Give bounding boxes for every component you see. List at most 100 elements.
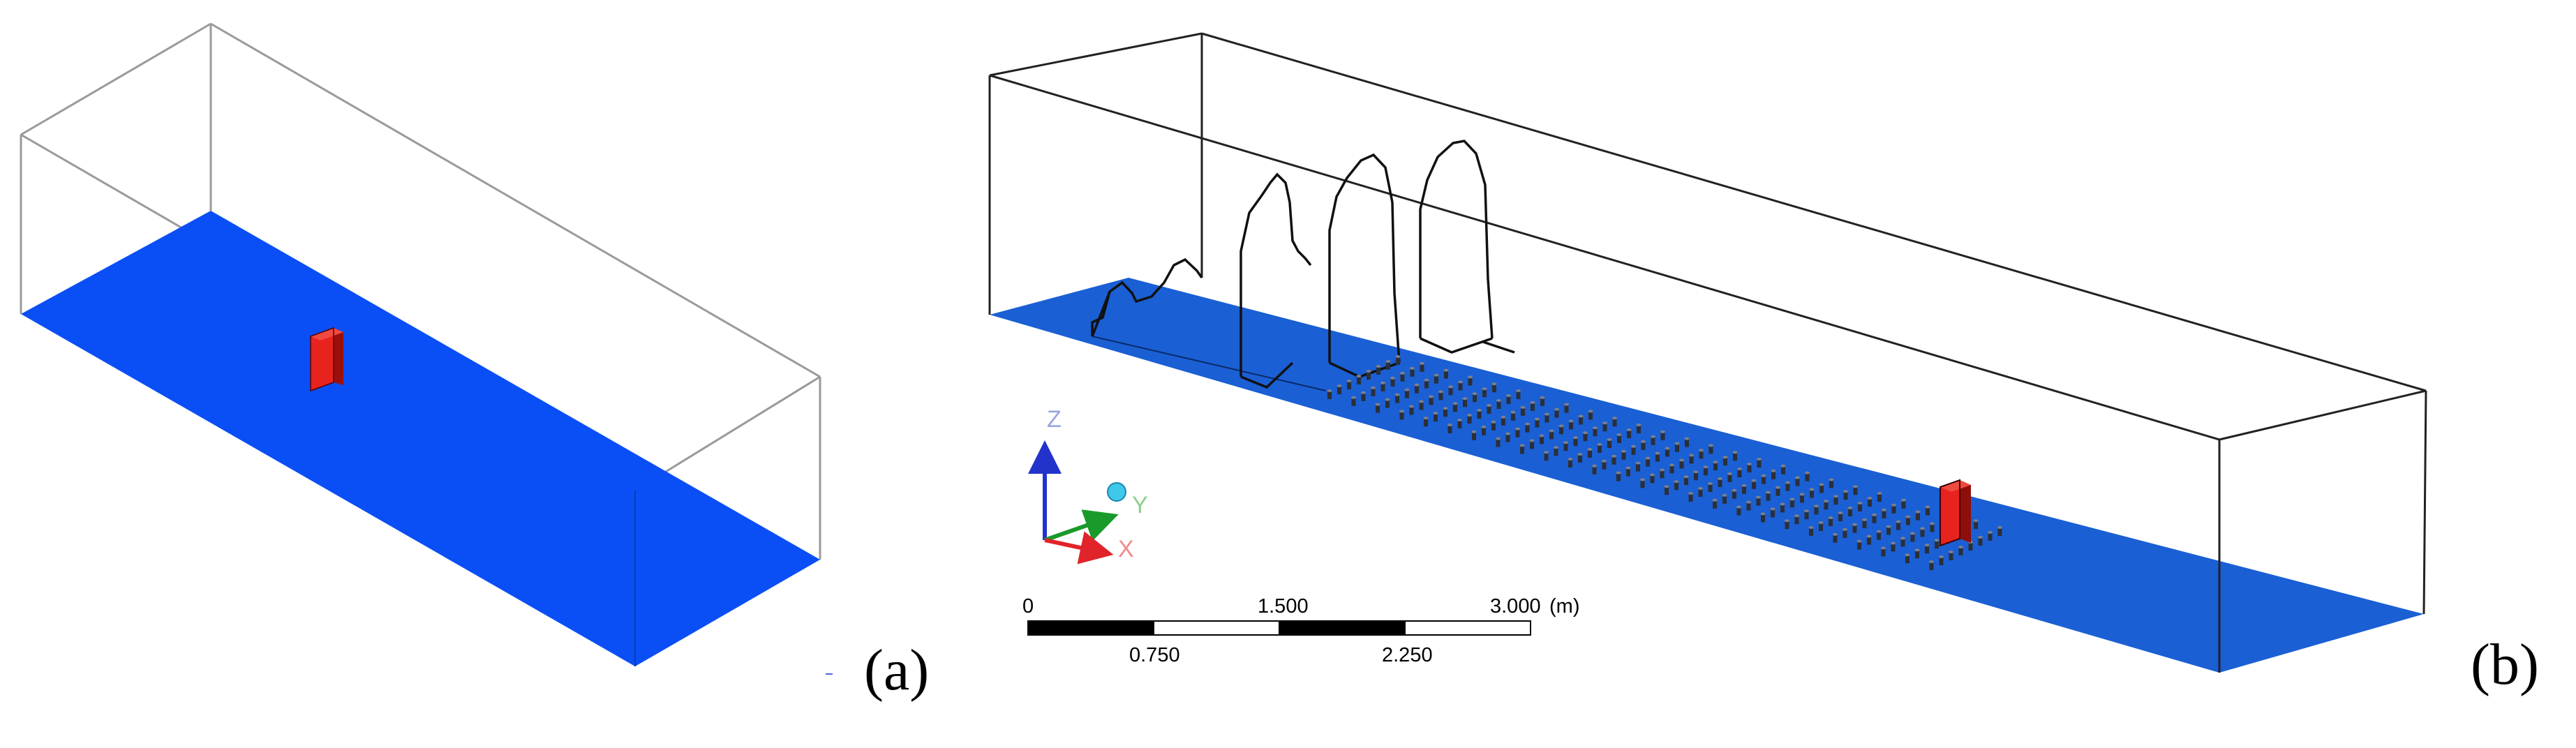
panel-a-obstacle (310, 327, 343, 392)
cylinder (1756, 497, 1761, 506)
cylinder-top (1891, 541, 1896, 545)
cylinder (1699, 450, 1704, 459)
cylinder (1752, 480, 1756, 489)
cylinder-top (1771, 469, 1776, 472)
scale-label-1500: 1.500 (1258, 595, 1309, 618)
cylinder-top (1833, 532, 1838, 536)
cylinder-top (1529, 439, 1535, 442)
cylinder-top (1424, 378, 1429, 382)
cylinder (1877, 493, 1882, 502)
cylinder (1775, 487, 1780, 496)
cylinder (1968, 542, 1973, 551)
panel-b-label: (b) (2471, 632, 2539, 697)
cylinder-top (1636, 424, 1641, 426)
cylinder-top (1520, 405, 1526, 409)
cylinder-top (1683, 475, 1689, 479)
cylinder (1650, 474, 1655, 484)
cylinder (1665, 448, 1669, 457)
cylinder-top (1390, 376, 1395, 380)
origin-sphere (1107, 482, 1126, 502)
cylinder-top (1708, 482, 1713, 485)
cylinder (1444, 370, 1448, 379)
cylinder (1593, 428, 1598, 437)
cylinder (1762, 475, 1766, 484)
cylinder-top (1519, 444, 1525, 447)
cylinder-top (1481, 425, 1487, 428)
cylinder (1327, 391, 1332, 399)
panel-b-floor-line (1092, 336, 1327, 391)
cylinder-top (1785, 519, 1789, 523)
cylinder-top (1530, 401, 1535, 404)
cylinder-top (1491, 382, 1497, 386)
cylinder (1958, 547, 1963, 555)
cylinder (1351, 397, 1356, 406)
cylinder (1424, 380, 1429, 389)
cylinder-top (1828, 516, 1833, 519)
cylinder-top (1997, 526, 2002, 529)
cylinder-top (1853, 485, 1858, 488)
cylinder-top (1722, 456, 1728, 459)
cylinder-top (1809, 488, 1815, 491)
cylinder (1563, 442, 1568, 451)
cylinder-top (1394, 393, 1400, 396)
cylinder (1554, 447, 1558, 456)
cylinder (1395, 394, 1399, 403)
cylinder-top (1404, 388, 1410, 391)
cylinder-top (1872, 513, 1877, 516)
cylinder-top (1794, 514, 1799, 518)
cylinder-top (1540, 396, 1545, 399)
cylinder-top (1862, 518, 1867, 521)
cylinder (1496, 401, 1501, 409)
cylinder (1516, 391, 1521, 399)
cylinder-top (1795, 476, 1800, 479)
cylinder-top (1737, 468, 1742, 470)
cylinder-top (1988, 531, 1993, 534)
cylinder (1477, 410, 1482, 419)
cylinder (1833, 534, 1838, 543)
cylinder (1713, 462, 1718, 471)
cylinder-top (1645, 456, 1651, 460)
cylinder-top (1640, 478, 1645, 481)
cylinder (1905, 555, 1909, 564)
cylinder (1732, 490, 1736, 499)
cylinder (1337, 386, 1341, 394)
cylinder (1794, 516, 1799, 525)
cylinder (1453, 403, 1457, 412)
cylinder (1785, 521, 1789, 530)
cylinder-top (1708, 444, 1713, 447)
cylinder (1521, 407, 1525, 416)
cylinder (1544, 452, 1549, 461)
cylinder (1780, 504, 1785, 513)
cylinder (1746, 502, 1751, 511)
cylinder-top (1819, 483, 1824, 486)
cylinder-top (1400, 371, 1405, 375)
cylinder-top (1727, 472, 1732, 475)
cylinder-top (1775, 486, 1780, 489)
cylinder-top (1602, 421, 1607, 425)
cylinder-top (1568, 458, 1573, 461)
cylinder-top (1554, 407, 1559, 411)
cylinder-top (1597, 443, 1602, 446)
cylinder (1684, 477, 1688, 486)
cylinder (1420, 363, 1424, 372)
cylinder-top (1920, 527, 1925, 530)
cylinder-top (1611, 454, 1616, 458)
cylinder (1616, 472, 1621, 481)
cylinder-top (1510, 410, 1516, 414)
cylinder-top (1713, 461, 1718, 464)
cylinder-top (1799, 493, 1805, 496)
cylinder (1447, 425, 1452, 433)
cylinder (1896, 521, 1900, 530)
panel-b-scale-bar: 0 1.500 3.000 (m) 0.750 2.250 (1022, 595, 1579, 666)
cylinder-top (1824, 500, 1829, 503)
cylinder-top (1399, 410, 1404, 413)
cylinder (1631, 446, 1636, 455)
cylinder-top (1337, 384, 1342, 387)
cylinder-top (1693, 470, 1699, 474)
cylinder (1626, 468, 1630, 477)
cylinder-top (1506, 394, 1511, 397)
cylinder-top (1635, 461, 1641, 465)
cylinder-top (1712, 498, 1718, 502)
cylinder (1573, 437, 1578, 447)
cylinder (1482, 389, 1487, 398)
